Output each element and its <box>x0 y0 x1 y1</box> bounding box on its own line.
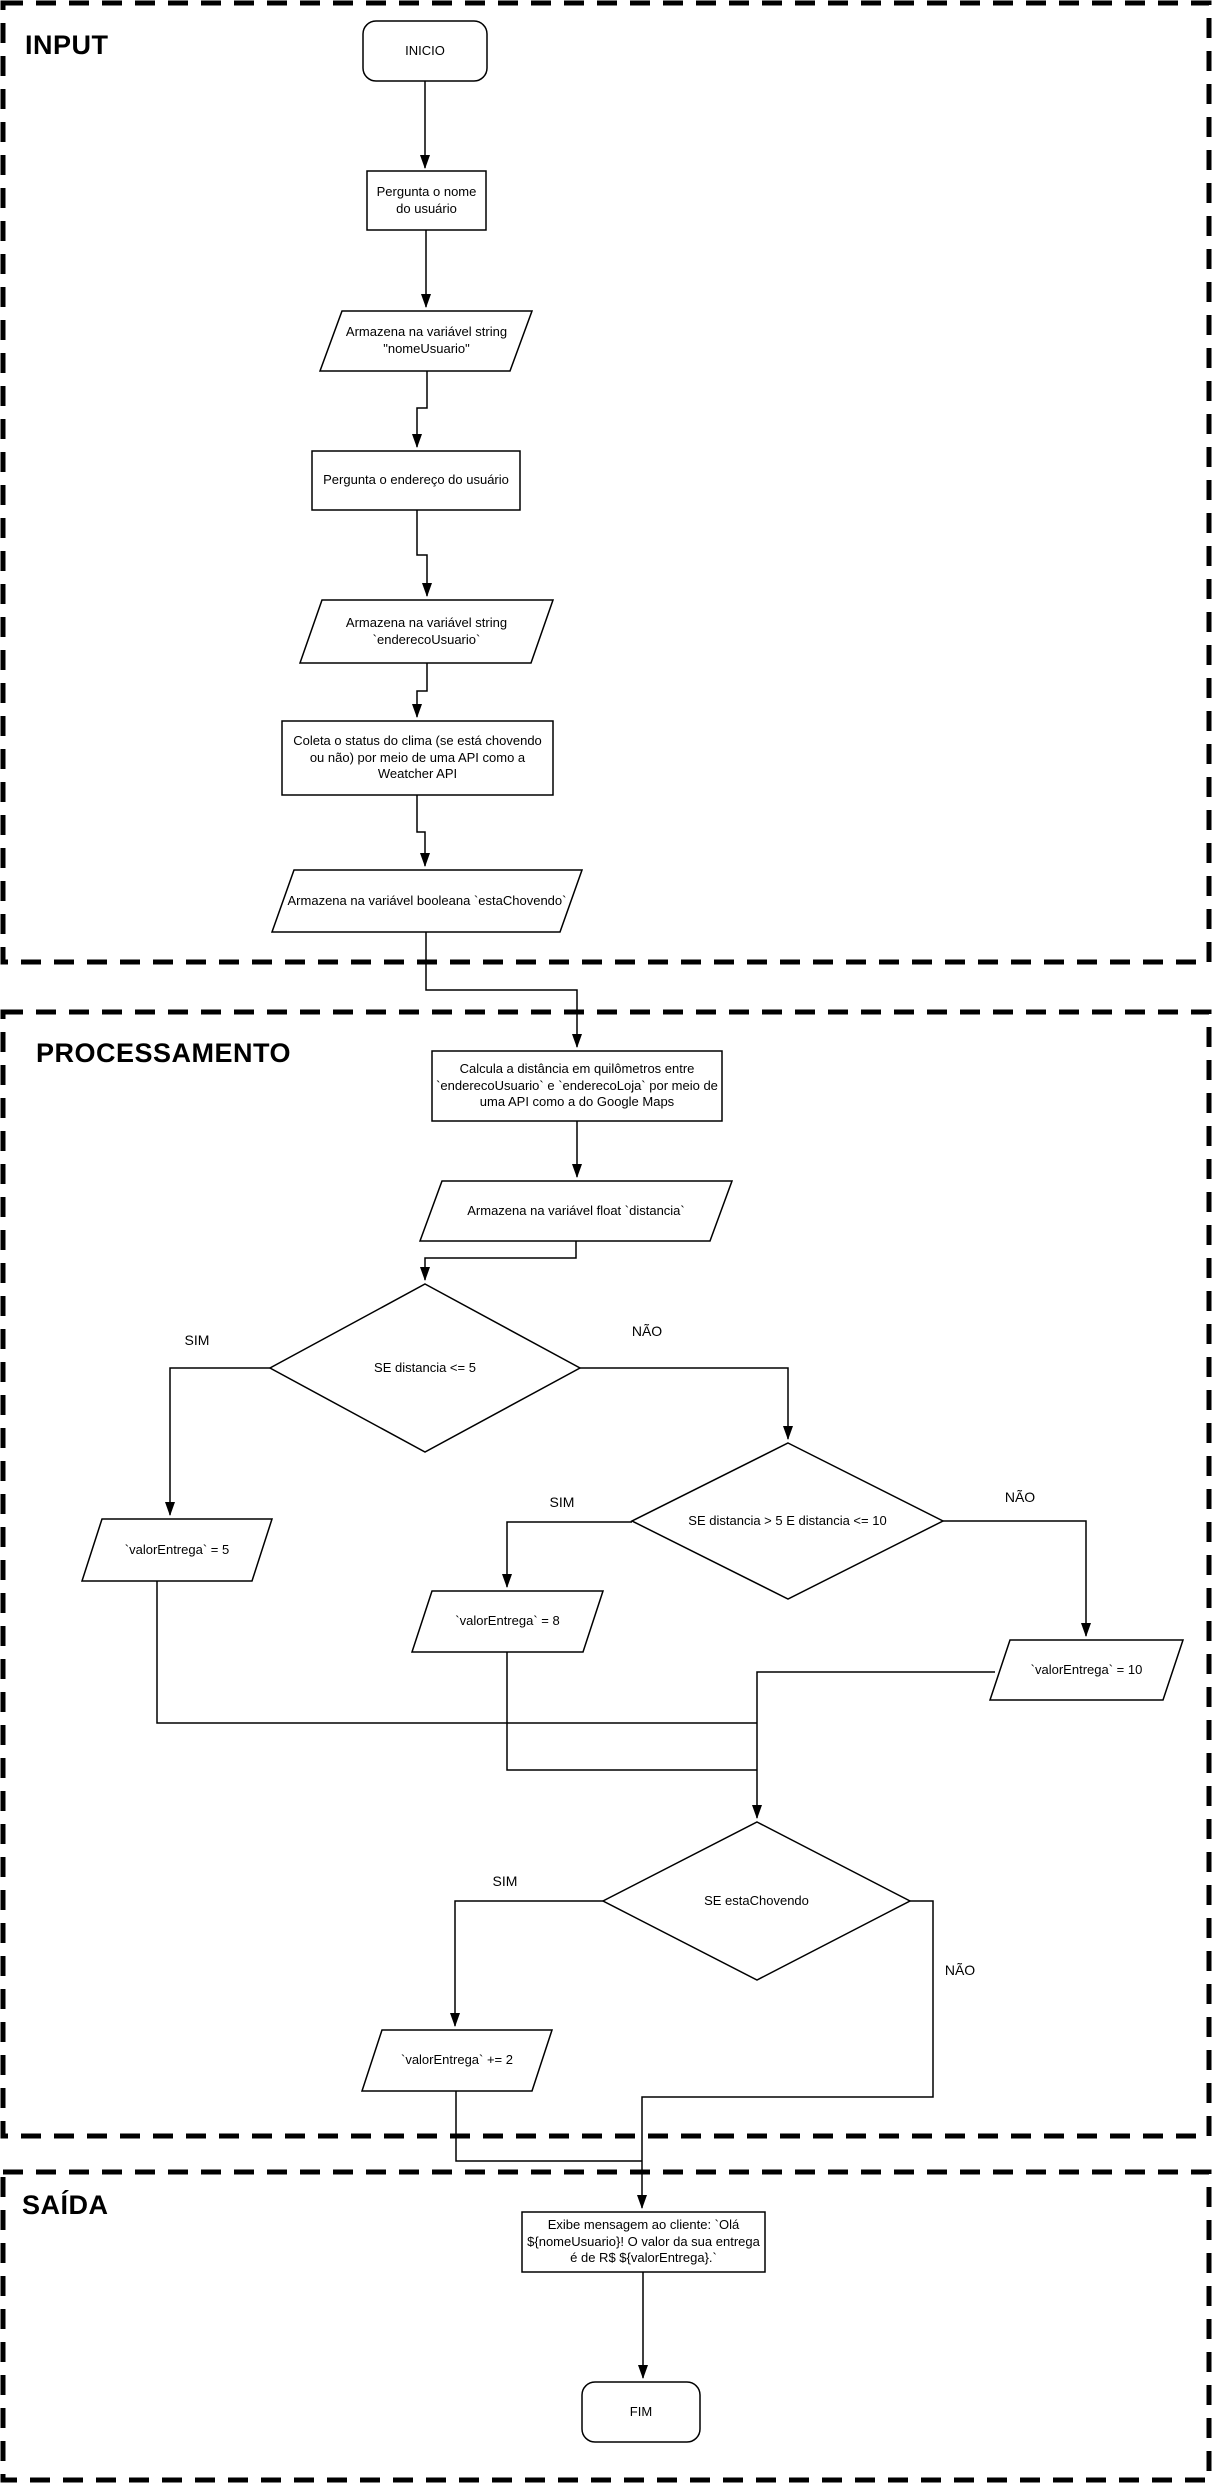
edge-coleta-clima-armazena-chovendo <box>416 795 430 867</box>
coleta-clima-shape <box>281 720 554 796</box>
fim-terminator-shape <box>581 2381 701 2443</box>
decisao3-sim-label: SIM <box>492 1873 518 1889</box>
edge-decisao2-nao-valor10 <box>943 1520 1091 1637</box>
valormais2-parallelogram-shape <box>360 2029 554 2092</box>
section-title-saida: SAÍDA <box>22 2190 109 2220</box>
pergunta-nome-label: Pergunta o nome do usuário <box>376 183 477 216</box>
decisao3-label: SE estaChovendo <box>704 1892 809 1908</box>
edge-decisao1-sim-valor5 <box>165 1367 270 1516</box>
valor5-parallelogram-shape <box>80 1518 274 1582</box>
armazena-nome-parallelogram-shape <box>318 310 534 372</box>
exibe-mensagem-shape <box>521 2211 766 2273</box>
fim-label: FIM <box>629 2403 653 2419</box>
edge-valormais2-merge-exibe <box>455 2091 642 2162</box>
section-title-processamento: PROCESSAMENTO <box>36 1038 292 1068</box>
decisao1-label: SE distancia <= 5 <box>374 1359 476 1375</box>
decisao1-sim-label: SIM <box>184 1332 210 1348</box>
pergunta-endereco-label: Pergunta o endereço do usuário <box>323 472 509 488</box>
edge-armazena-chovendo-calcula <box>425 932 582 1048</box>
valor8-label: `valorEntrega` = 8 <box>455 1613 560 1629</box>
edge-armazena-endereco-coleta-clima <box>412 663 428 718</box>
valor10-label: `valorEntrega` = 10 <box>1030 1661 1143 1677</box>
edge-decisao3-sim-valormais2 <box>450 1900 603 2027</box>
inicio-label: INICIO <box>405 42 445 58</box>
armazena-chovendo-label: Armazena na variável booleana `estaChove… <box>287 892 567 908</box>
calcula-distancia-shape <box>431 1050 723 1122</box>
decisao2-diamond-shape <box>630 1442 945 1600</box>
armazena-endereco-label: Armazena na variável string `enderecoUsu… <box>345 614 508 647</box>
armazena-distancia-label: Armazena na variável float `distancia` <box>467 1202 685 1218</box>
armazena-chovendo-parallelogram-shape <box>270 869 584 933</box>
decisao1-nao-label: NÃO <box>631 1323 663 1339</box>
decisao2-label: SE distancia > 5 E distancia <= 10 <box>688 1512 887 1528</box>
exibe-mensagem-label: Exibe mensagem ao cliente: `Olá ${nomeUs… <box>527 2216 760 2266</box>
edge-decisao2-sim-valor8 <box>502 1521 632 1588</box>
decisao2-nao-label: NÃO <box>1004 1489 1036 1505</box>
section-frame-saida <box>0 2169 1212 2483</box>
edge-armazena-distancia-decisao1 <box>420 1241 577 1281</box>
edge-decisao1-nao-decisao2 <box>580 1367 793 1440</box>
decisao2-sim-label: SIM <box>549 1494 575 1510</box>
valor8-parallelogram-shape <box>410 1590 605 1653</box>
calcula-distancia-label: Calcula a distância em quilômetros entre… <box>436 1060 718 1110</box>
coleta-clima-label: Coleta o status do clima (se está choven… <box>293 732 542 782</box>
decisao1-diamond-shape <box>268 1283 582 1453</box>
decisao3-nao-label: NÃO <box>944 1962 976 1978</box>
armazena-nome-label: Armazena na variável string "nomeUsuario… <box>345 324 508 356</box>
valor10-parallelogram-shape <box>988 1639 1185 1701</box>
edge-valor5-merge <box>156 1581 757 1724</box>
pergunta-nome-shape <box>366 170 487 231</box>
edge-valor10-merge-decisao3 <box>752 1671 995 1819</box>
section-frame-processamento <box>0 1009 1212 2139</box>
inicio-terminator-shape <box>362 20 488 82</box>
edge-armazena-nome-pergunta-endereco <box>412 371 428 448</box>
decisao3-diamond-shape <box>601 1821 912 1981</box>
valor5-label: `valorEntrega` = 5 <box>124 1541 230 1557</box>
edge-valor8-merge <box>506 1652 757 1771</box>
edge-decisao3-nao-exibe <box>637 1900 934 2209</box>
edge-pergunta-endereco-armazena-endereco <box>416 510 432 597</box>
pergunta-endereco-shape <box>311 450 521 511</box>
valormais2-label: `valorEntrega` += 2 <box>400 2052 513 2068</box>
section-frame-input <box>0 0 1212 965</box>
section-title-input: INPUT <box>25 30 109 60</box>
armazena-distancia-parallelogram-shape <box>418 1180 734 1242</box>
armazena-endereco-parallelogram-shape <box>298 599 555 664</box>
